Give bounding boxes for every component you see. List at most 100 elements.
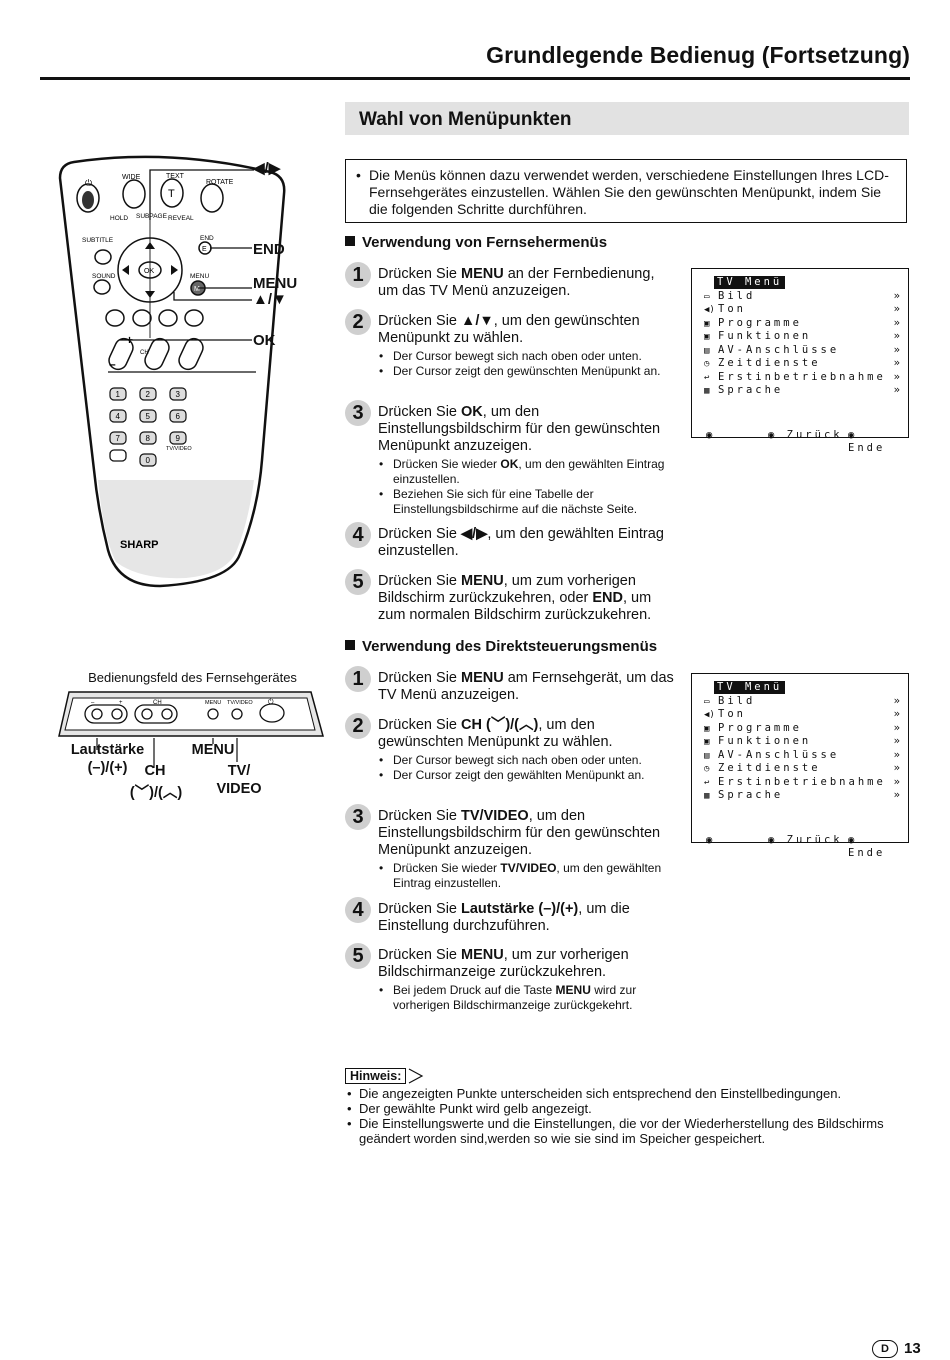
digit-label: 4 <box>116 412 121 421</box>
svg-text:TV/VIDEO: TV/VIDEO <box>166 446 192 452</box>
svg-text:REVEAL: REVEAL <box>168 215 194 222</box>
tv-step-3: 3 Drücken Sie OK, um den Einstellungsbil… <box>345 400 675 517</box>
digit-label: 8 <box>146 434 151 443</box>
panel-callout-lines <box>96 738 238 768</box>
digit-button[interactable] <box>139 431 157 445</box>
step-number: 3 <box>345 804 371 830</box>
sound-button[interactable] <box>93 279 111 295</box>
remote-label-up-down: ▲/▼ <box>253 291 287 308</box>
svg-text:M: M <box>194 286 200 293</box>
clock-icon: ◷ <box>704 359 710 369</box>
function-icon: ▣ <box>704 737 710 747</box>
setup-icon: ↩ <box>704 373 710 383</box>
panel-power-button[interactable] <box>259 703 285 723</box>
square-bullet-icon <box>345 236 355 246</box>
digit-button[interactable] <box>139 453 157 467</box>
digit-button[interactable] <box>139 387 157 401</box>
title-rule <box>40 77 910 80</box>
clock-icon: ◷ <box>704 764 710 774</box>
function-icon: ▣ <box>704 332 710 342</box>
panel-label-volume-symbols: (–)/(+) <box>87 760 128 776</box>
svg-text:OK: OK <box>144 268 154 275</box>
digit-button[interactable] <box>169 431 187 445</box>
digit-label: 0 <box>146 456 151 465</box>
hint-arrow-icon <box>408 1068 424 1084</box>
power-icon: ⏻ <box>85 178 92 188</box>
panel-label-ch-symbols: (﹀)/(︿) <box>129 785 183 801</box>
power-icon: ⏻ <box>268 698 274 706</box>
svg-text:END: END <box>200 235 214 242</box>
tv-menu-screen-2: TV Menü ▭Bild» ◀)Ton» ▣Programme» ▣Funkt… <box>691 673 909 859</box>
volume-up-button[interactable] <box>111 708 123 720</box>
step-number: 5 <box>345 569 371 595</box>
text-button[interactable] <box>160 178 184 208</box>
channel-down-button[interactable] <box>141 708 153 720</box>
panel-label-ch: CH <box>144 763 166 779</box>
svg-text:WIDE: WIDE <box>122 174 141 181</box>
digit-label: 2 <box>146 390 151 399</box>
step-number: 2 <box>345 309 371 335</box>
digit-label: 5 <box>146 412 151 421</box>
channel-up-button[interactable] <box>161 708 173 720</box>
panel-label-menu: MENU <box>191 742 235 758</box>
language-badge: D <box>872 1340 898 1358</box>
programme-icon: ▣ <box>704 319 710 329</box>
svg-text:–: – <box>109 357 116 371</box>
programme-icon: ▣ <box>704 724 710 734</box>
digit-button[interactable] <box>139 409 157 423</box>
left-arrow-icon <box>122 265 129 275</box>
setup-icon: ↩ <box>704 778 710 788</box>
tv-menu-title: TV Menü <box>714 681 786 694</box>
digit-button[interactable] <box>109 431 127 445</box>
av-icon: ▤ <box>704 346 710 356</box>
digit-label: 1 <box>116 390 121 399</box>
panel-tvvideo-button[interactable] <box>231 708 243 720</box>
direct-step-3: 3 Drücken Sie TV/VIDEO, um den Einstellu… <box>345 804 675 891</box>
digit-button[interactable] <box>169 387 187 401</box>
svg-text:CH: CH <box>153 700 162 706</box>
svg-text:CH: CH <box>140 350 149 356</box>
sharp-logo: SHARP <box>120 539 159 551</box>
sound-icon: ◀) <box>704 305 715 315</box>
digit-label: 6 <box>176 412 181 421</box>
intro-text: Die Menüs können dazu verwendet werden, … <box>369 167 889 217</box>
language-icon: ▦ <box>704 791 710 801</box>
step-number: 4 <box>345 522 371 548</box>
ok-icon: ◉ <box>706 429 713 441</box>
rotate-button[interactable] <box>200 183 224 213</box>
panel-caption: Bedienungsfeld des Fernsehgerätes <box>88 670 297 685</box>
digit-label: 9 <box>176 434 181 443</box>
tv-step-1: 1 Drücken Sie MENU an der Fernbedienung,… <box>345 262 675 300</box>
svg-text:ROTATE: ROTATE <box>206 179 234 186</box>
step-number: 1 <box>345 262 371 288</box>
direct-step-2: 2 Drücken Sie CH (﹀)/(︿), um den gewünsc… <box>345 713 675 783</box>
digit-button[interactable] <box>109 387 127 401</box>
step-number: 5 <box>345 943 371 969</box>
panel-label-tvvideo-1: TV/ <box>227 763 251 779</box>
volume-down-button[interactable] <box>91 708 103 720</box>
svg-text:T: T <box>168 188 175 200</box>
av-icon: ▤ <box>704 751 710 761</box>
svg-text:SUBPAGE: SUBPAGE <box>136 213 168 220</box>
subheading-tv-menus: Verwendung von Fernsehermenüs <box>345 234 607 251</box>
svg-text:TEXT: TEXT <box>166 173 185 180</box>
sound-icon: ◀) <box>704 710 715 720</box>
remote-label-menu: MENU <box>253 275 298 292</box>
digit-button[interactable] <box>169 409 187 423</box>
hint-note: Die Einstellungswerte und die Einstellun… <box>345 1116 915 1146</box>
svg-text:MENU: MENU <box>205 700 221 706</box>
panel-menu-button[interactable] <box>207 708 219 720</box>
picture-icon: ▭ <box>704 292 710 302</box>
digit-button[interactable] <box>109 409 127 423</box>
digit-label: 3 <box>176 390 181 399</box>
remote-label-ok: OK <box>253 332 276 349</box>
subtitle-button[interactable] <box>94 249 112 265</box>
ok-icon: ◉ <box>706 834 713 846</box>
svg-text:E: E <box>202 246 207 253</box>
direct-step-5: 5 Drücken Sie MENU, um zur vorherigen Bi… <box>345 943 675 1013</box>
section-title: Wahl von Menüpunkten <box>359 109 572 130</box>
wide-button[interactable] <box>122 179 146 209</box>
tv-step-5: 5 Drücken Sie MENU, um zum vorherigen Bi… <box>345 569 675 624</box>
